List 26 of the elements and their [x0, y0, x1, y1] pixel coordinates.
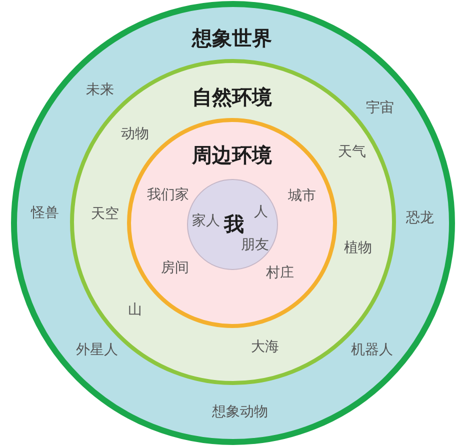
word-label: 人 — [254, 205, 268, 219]
word-label: 外星人 — [76, 343, 118, 357]
word-label: 我们家 — [147, 188, 189, 202]
word-label: 未来 — [86, 83, 114, 97]
word-label: 朋友 — [241, 238, 269, 252]
circle-title: 我 — [224, 214, 244, 234]
word-label: 想象动物 — [212, 405, 268, 419]
word-label: 动物 — [121, 127, 149, 141]
word-label: 家人 — [192, 214, 220, 228]
word-label: 天空 — [91, 207, 119, 221]
word-label: 机器人 — [351, 343, 393, 357]
word-label: 城市 — [288, 189, 316, 203]
circle-title: 周边环境 — [192, 145, 272, 165]
circle-title: 自然环境 — [192, 87, 272, 107]
word-label: 村庄 — [266, 266, 294, 280]
word-label: 怪兽 — [31, 206, 59, 220]
circle-title: 想象世界 — [192, 28, 272, 48]
middle-circle — [70, 59, 396, 385]
word-label: 房间 — [161, 261, 189, 275]
word-label: 山 — [128, 303, 142, 317]
word-label: 大海 — [251, 340, 279, 354]
outer-circle — [11, 1, 455, 445]
word-label: 植物 — [344, 241, 372, 255]
word-label: 天气 — [338, 145, 366, 159]
word-label: 恐龙 — [406, 211, 434, 225]
word-label: 宇宙 — [366, 101, 394, 115]
